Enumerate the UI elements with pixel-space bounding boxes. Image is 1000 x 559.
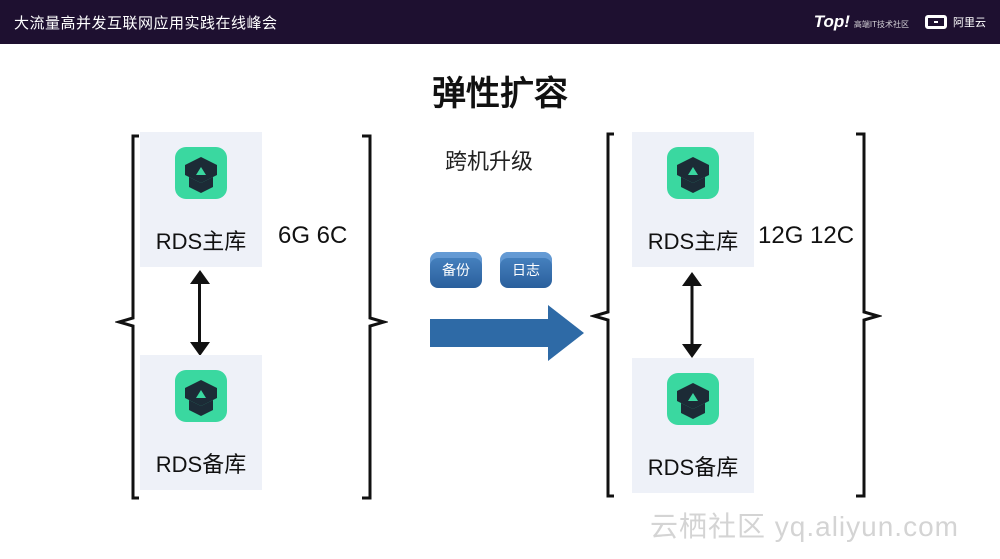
- backup-cylinder: 备份: [430, 252, 482, 288]
- top-logo: Top!高端IT技术社区: [814, 12, 909, 32]
- left-standby-db-card: RDS备库: [140, 355, 262, 490]
- conference-title: 大流量高并发互联网应用实践在线峰会: [14, 14, 278, 32]
- left-open-brace: [115, 134, 139, 500]
- right-close-brace: [856, 132, 882, 498]
- right-standby-db-card: RDS备库: [632, 358, 754, 493]
- primary-db-label: RDS主库: [155, 229, 247, 254]
- standby-db-label: RDS备库: [155, 452, 247, 477]
- right-primary-db-card: RDS主库: [632, 132, 754, 267]
- header-logos: Top!高端IT技术社区 阿里云: [814, 12, 986, 32]
- left-sync-arrow: [198, 280, 201, 346]
- left-close-brace: [362, 134, 388, 500]
- database-cluster-icon: [667, 147, 719, 199]
- left-primary-db-card: RDS主库: [140, 132, 262, 267]
- watermark: 云栖社区 yq.aliyun.com: [650, 511, 959, 542]
- primary-db-label: RDS主库: [647, 229, 739, 254]
- database-cluster-icon: [175, 370, 227, 422]
- right-sync-arrow: [682, 272, 702, 358]
- right-spec: 12G 12C: [758, 222, 855, 249]
- slide-title: 弹性扩容: [432, 75, 568, 113]
- log-cylinder: 日志: [500, 252, 552, 288]
- aliyun-logo: 阿里云: [925, 14, 986, 30]
- header-bar: 大流量高并发互联网应用实践在线峰会 Top!高端IT技术社区 阿里云: [0, 0, 1000, 44]
- right-open-brace: [590, 132, 614, 498]
- top-logo-subtitle: 高端IT技术社区: [853, 20, 909, 29]
- migration-arrow: [430, 305, 584, 361]
- top-logo-text: Top!: [813, 12, 850, 31]
- aliyun-mark-icon: [925, 15, 947, 29]
- standby-db-label: RDS备库: [647, 455, 739, 480]
- database-cluster-icon: [667, 373, 719, 425]
- database-cluster-icon: [175, 147, 227, 199]
- aliyun-logo-text: 阿里云: [953, 17, 986, 29]
- left-spec: 6G 6C: [278, 222, 348, 249]
- left-sync-arrowheads: [190, 270, 210, 356]
- migration-label: 跨机升级: [445, 149, 534, 174]
